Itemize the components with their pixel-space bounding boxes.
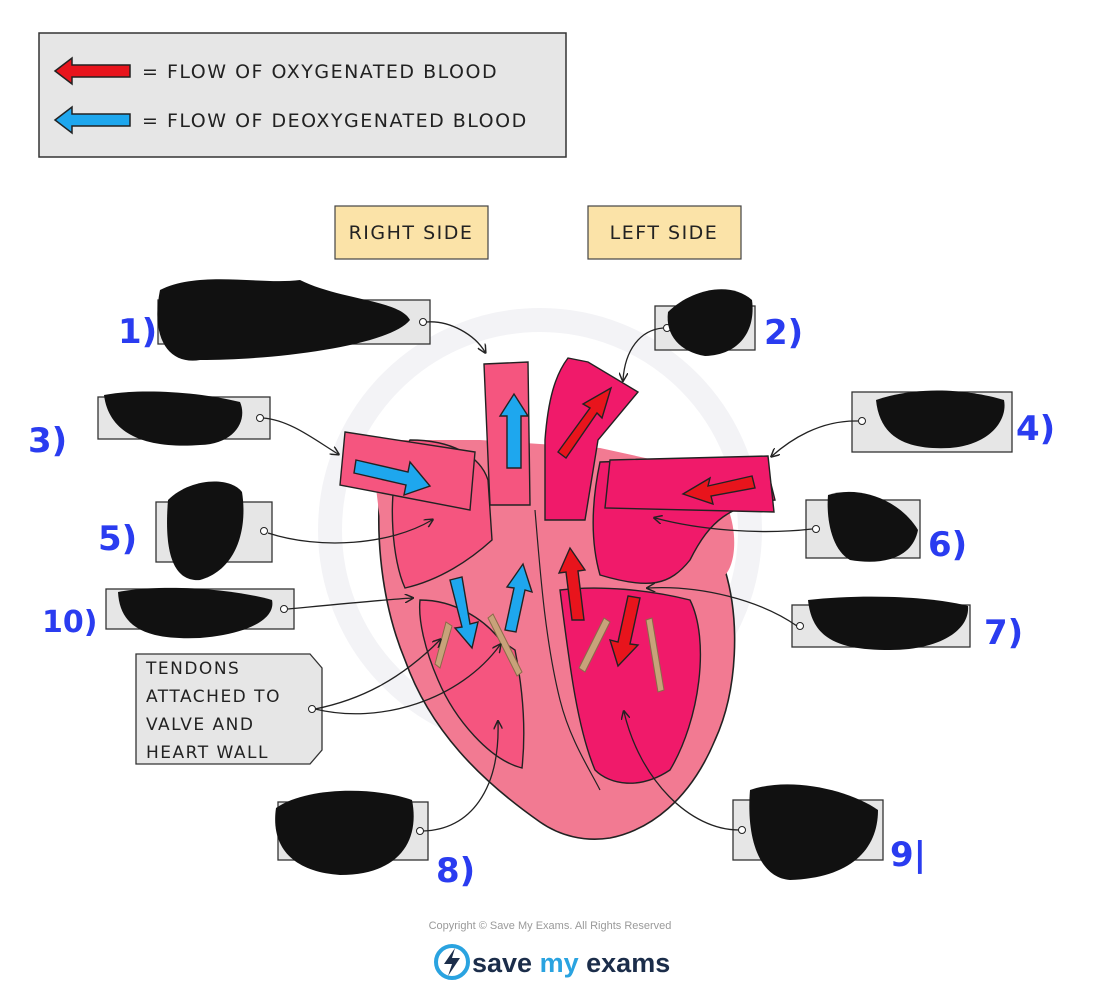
left-side-box: LEFT SIDE: [587, 205, 742, 260]
deoxygenated-flow-arrows: [353, 392, 534, 650]
label-number-4: 4): [1016, 409, 1055, 449]
tendon-note-line-3: VALVE AND: [146, 715, 255, 735]
legend-box: [38, 32, 567, 158]
pointer-4: [772, 420, 859, 456]
red-arrow-aorta: [557, 386, 613, 459]
brand-save: save: [472, 948, 532, 978]
blue-arrow-pulmonary-artery: [498, 392, 530, 469]
right-side-box: RIGHT SIDE: [334, 205, 489, 260]
blue-arrow-vena-cava: [353, 459, 432, 497]
legend: = FLOW OF OXYGENATED BLOOD = FLOW OF DEO…: [38, 32, 567, 158]
red-arrow-left-atrium: [557, 546, 587, 621]
label-number-8: 8): [436, 851, 475, 891]
legend-deoxygenated-label: = FLOW OF DEOXYGENATED BLOOD: [142, 110, 528, 132]
brand-logo: save my exams: [434, 944, 670, 980]
blue-arrow-right-ventricle-up: [504, 562, 534, 633]
tendon-note-line-4: HEART WALL: [146, 743, 269, 763]
tag-8: 8): [275, 790, 475, 891]
redacted-scribble: [275, 790, 414, 875]
tendons: [434, 613, 665, 693]
right-side-label: RIGHT SIDE: [349, 222, 474, 244]
tag-2: 2): [654, 289, 803, 356]
pointer-7: [648, 588, 798, 627]
brand-exams: exams: [586, 948, 670, 978]
red-arrow-icon: [53, 56, 131, 86]
brand-my: my: [540, 948, 579, 978]
label-number-5: 5): [98, 519, 137, 559]
redacted-scribble: [157, 279, 410, 361]
redacted-scribble: [667, 289, 753, 356]
label-number-1: 1): [118, 312, 157, 352]
pointer-1: [425, 321, 485, 352]
pointer-tendon-b: [314, 645, 500, 715]
tag-6: 6): [805, 491, 967, 565]
redacted-scribble: [827, 491, 918, 562]
blue-arrow-right-ventricle-down: [449, 576, 479, 650]
lightning-icon: [434, 944, 470, 980]
redacted-scribble: [118, 587, 273, 639]
aorta: [544, 357, 640, 521]
legend-oxygenated-label: = FLOW OF OXYGENATED BLOOD: [142, 61, 498, 83]
pointer-10: [287, 598, 412, 610]
tag-3: 3): [28, 391, 271, 461]
label-number-10: 10): [42, 605, 97, 640]
label-number-9: 9|: [890, 835, 926, 875]
septum: [534, 509, 601, 791]
tag-1: 1): [118, 279, 431, 361]
redacted-scribble: [167, 481, 244, 581]
red-arrow-left-ventricle: [608, 595, 641, 668]
pointer-9: [624, 712, 740, 831]
left-side-label: LEFT SIDE: [610, 222, 719, 244]
redacted-scribble: [876, 390, 1005, 449]
tendon-note-line-2: ATTACHED TO: [146, 687, 281, 707]
copyright-text: Copyright © Save My Exams. All Rights Re…: [429, 920, 672, 932]
redacted-scribble: [104, 391, 243, 446]
tag-4: 4): [851, 390, 1055, 453]
oxygenated-flow-arrows: [557, 386, 756, 668]
red-arrow-pulmonary-vein: [681, 475, 756, 506]
label-number-7: 7): [984, 613, 1023, 653]
pointer-6: [655, 518, 813, 533]
label-number-6: 6): [928, 525, 967, 565]
tendon-note-line-1: TENDONS: [145, 659, 240, 679]
redacted-scribble: [749, 784, 878, 880]
label-number-3: 3): [28, 421, 67, 461]
pointer-2: [623, 327, 664, 380]
label-number-2: 2): [764, 313, 803, 353]
pointer-5: [267, 520, 432, 544]
heart: [339, 357, 776, 841]
svg-text:save my exams: save my exams: [472, 948, 670, 978]
pointer-lines: [262, 321, 859, 832]
tendon-note-tag: TENDONS ATTACHED TO VALVE AND HEART WALL: [135, 653, 323, 765]
tag-5: 5): [98, 481, 273, 581]
tag-7: 7): [791, 596, 1023, 653]
pointer-8: [422, 722, 498, 832]
blue-arrow-icon: [53, 105, 131, 135]
pulmonary-vein: [604, 455, 775, 513]
pointer-3: [262, 417, 338, 454]
tag-9: 9|: [732, 784, 926, 880]
pointer-tendon-a: [314, 640, 440, 710]
redacted-scribble: [808, 596, 969, 650]
tag-10: 10): [42, 587, 295, 640]
